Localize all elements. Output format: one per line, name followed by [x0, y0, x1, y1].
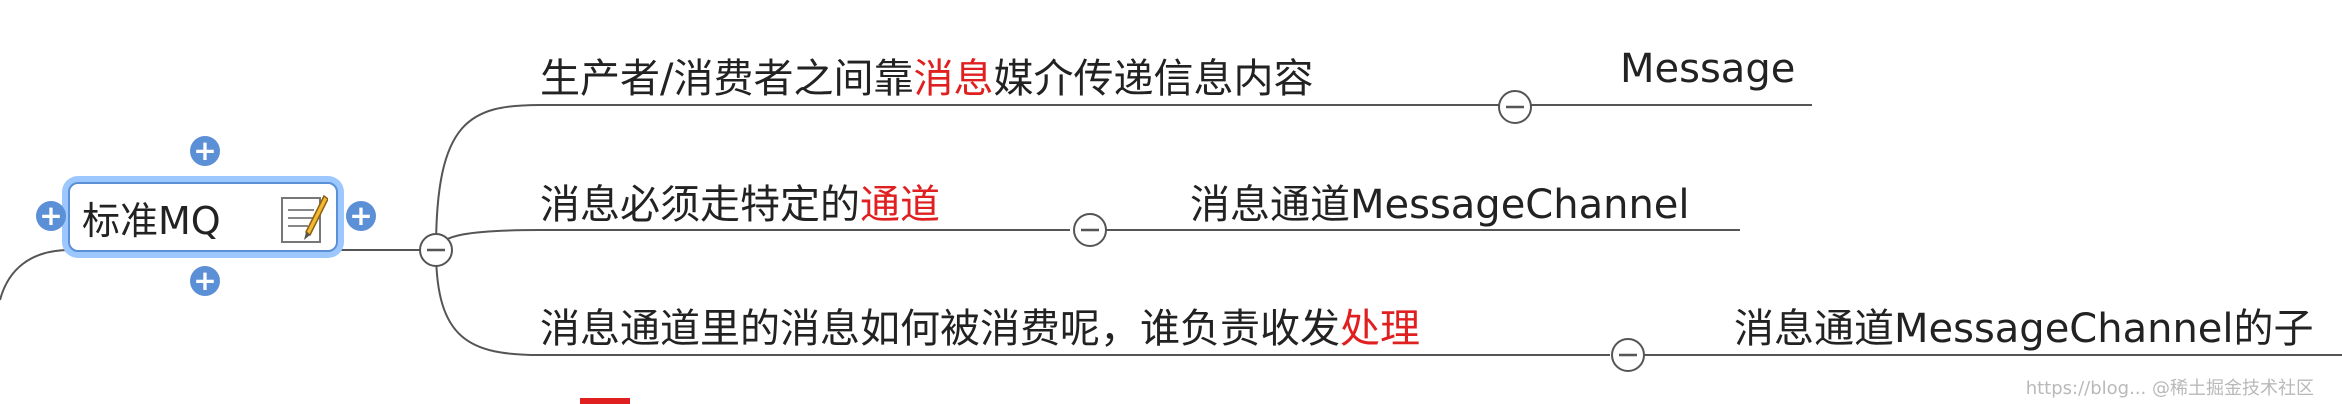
collapse-button-1[interactable] [1498, 90, 1532, 124]
expand-button-right[interactable]: + [346, 201, 376, 231]
memo-icon [281, 194, 328, 243]
watermark: https://blog... @稀土掘金技术社区 [2025, 378, 2314, 399]
branch-1-highlight: 消息 [913, 56, 994, 102]
central-topic-label: 标准MQ [82, 198, 221, 243]
child-topic-1[interactable]: Message [1620, 46, 1795, 92]
expand-button-bottom[interactable]: + [190, 266, 220, 296]
branch-topic-1[interactable]: 生产者/消费者之间靠消息媒介传递信息内容 [540, 46, 1313, 104]
collapse-button-3[interactable] [1611, 338, 1645, 372]
collapse-button-main[interactable] [419, 233, 453, 267]
expand-button-left[interactable]: + [36, 201, 66, 231]
child-1-label: Message [1620, 46, 1796, 92]
child-topic-3[interactable]: 消息通道MessageChannel的子 [1734, 296, 2314, 354]
expand-button-top[interactable]: + [190, 136, 220, 166]
central-topic[interactable]: 标准MQ [68, 182, 338, 252]
child-3-label: 消息通道MessageChannel的子 [1734, 306, 2314, 352]
branch-1-prefix: 生产者/消费者之间靠 [540, 56, 914, 102]
branch-topic-3[interactable]: 消息通道里的消息如何被消费呢，谁负责收发处理 [540, 296, 1420, 354]
branch-3-highlight: 处理 [1340, 306, 1420, 352]
partial-red-mark [580, 398, 630, 404]
branch-2-prefix: 消息必须走特定的 [540, 182, 860, 228]
branch-3-prefix: 消息通道里的消息如何被消费呢，谁负责收发 [540, 306, 1340, 352]
branch-2-highlight: 通道 [860, 182, 940, 228]
collapse-button-2[interactable] [1073, 213, 1107, 247]
parent-connector [0, 249, 71, 301]
child-2-label: 消息通道MessageChannel [1190, 182, 1690, 228]
branch-1-suffix: 媒介传递信息内容 [993, 56, 1314, 102]
child-topic-2[interactable]: 消息通道MessageChannel [1190, 172, 1690, 230]
branch-curve-1 [435, 104, 541, 251]
branch-topic-2[interactable]: 消息必须走特定的通道 [540, 172, 940, 230]
branch-curve-3 [435, 249, 541, 356]
